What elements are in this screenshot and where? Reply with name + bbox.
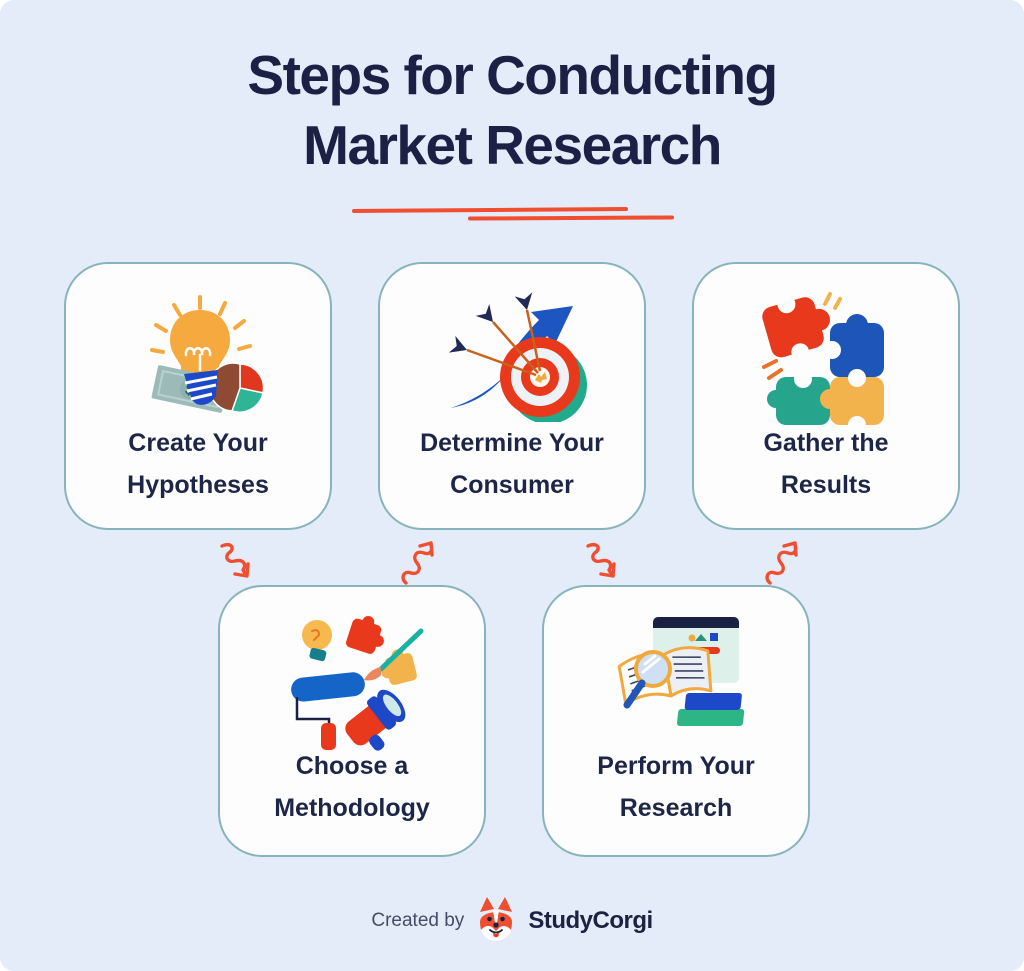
brand-name: StudyCorgi [528,907,653,934]
squiggle-arrow-down-icon [586,542,616,578]
squiggle-arrow-up-icon [401,541,434,585]
corgi-logo-icon [476,896,516,947]
step-label: Choose a Methodology [274,752,430,822]
step-label: Perform Your Research [597,752,755,822]
step-card-determine-consumer: Determine Your Consumer [378,262,646,530]
tools-megaphone-icon [220,607,484,752]
step-card-choose-methodology: Choose a Methodology [218,585,486,857]
step-card-create-hypotheses: $ Create Your Hypotheses [64,262,332,530]
page-title-line2: Market Research [303,114,722,176]
page-title-line1: Steps for Conducting [247,44,778,106]
puzzle-pieces-icon [694,284,958,429]
target-arrows-icon [380,284,644,429]
step-card-perform-research: Perform Your Research [542,585,810,857]
lightbulb-money-piechart-icon: $ [66,284,330,429]
title-underline [351,207,629,213]
step-card-gather-results: Gather the Results [692,262,960,530]
page-title: Steps for Conducting Market Research [0,40,1024,180]
squiggle-arrow-down-icon [220,542,250,578]
title-underline [467,215,675,221]
book-magnifier-icon [544,607,808,752]
step-label: Gather the Results [763,429,889,499]
created-by-label: Created by [371,910,465,931]
footer: Created by StudyCorgi [0,896,1024,946]
squiggle-arrow-up-icon [765,541,798,585]
step-label: Create Your Hypotheses [127,429,269,499]
step-label: Determine Your Consumer [420,429,604,499]
